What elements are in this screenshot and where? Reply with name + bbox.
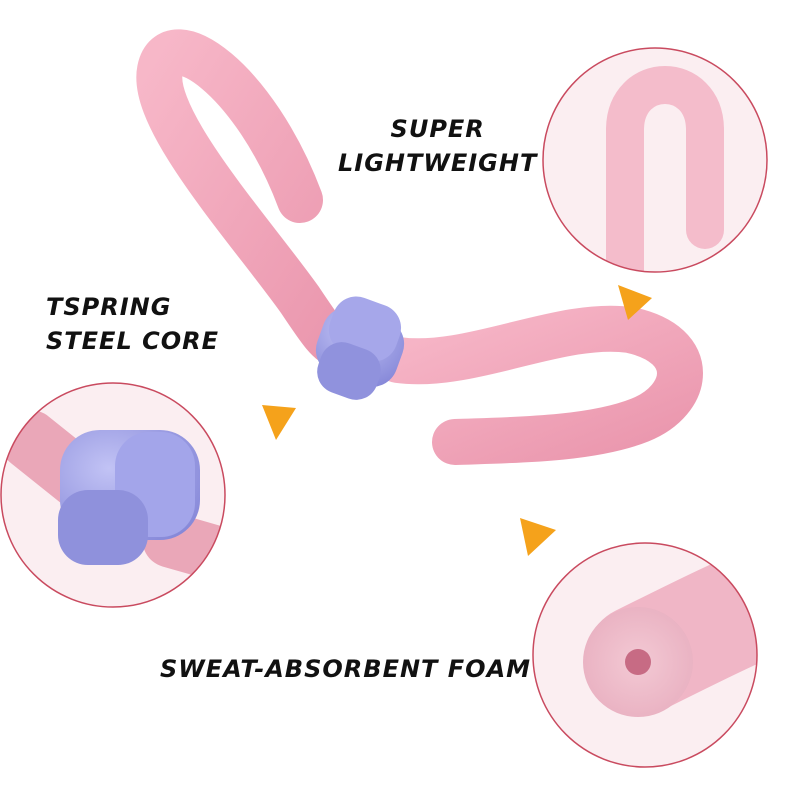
arrow-indicator-top-right (618, 285, 652, 320)
upper-foam-arm (136, 29, 363, 368)
arrow-indicator-left (262, 405, 296, 440)
steel-core-detail-circle (0, 382, 226, 608)
arrow-indicator-bottom (520, 518, 556, 556)
lower-foam-arm (375, 305, 703, 465)
sweat-absorbent-foam-label: SWEAT-ABSORBENT FOAM (160, 655, 532, 683)
steel-core-label: TSPRING STEEL CORE (46, 290, 219, 358)
super-lightweight-label: SUPER LIGHTWEIGHT (338, 112, 537, 180)
label-line-2: STEEL CORE (46, 327, 219, 355)
label-line-1: TSPRING (46, 293, 172, 321)
label-line-1: SUPER (390, 115, 485, 143)
label-line-2: LIGHTWEIGHT (338, 149, 538, 177)
purple-connector (315, 296, 405, 400)
foam-detail-circle (532, 542, 758, 768)
lightweight-detail-circle (542, 47, 768, 273)
